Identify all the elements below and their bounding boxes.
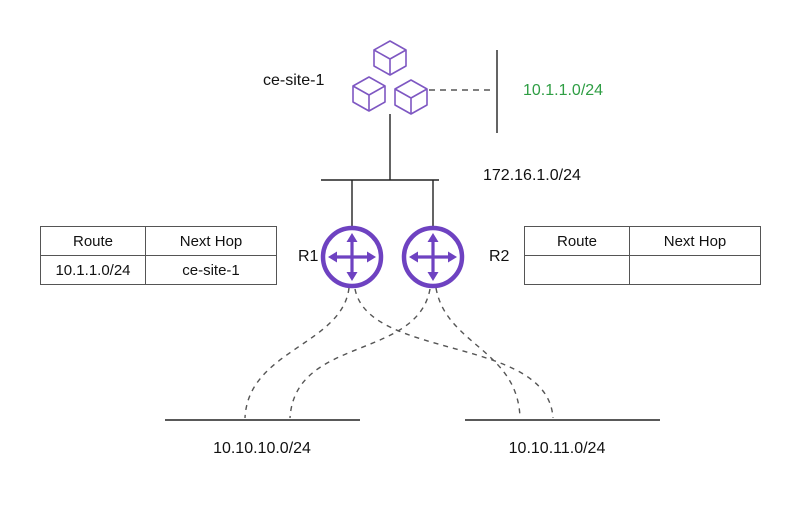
- r2-table-row: [524, 255, 761, 285]
- r2-to-left-subnet-curve: [289, 288, 431, 419]
- r2-route-cell: [524, 255, 630, 285]
- router-r1-icon: [323, 228, 381, 286]
- router-r2-icon: [404, 228, 462, 286]
- left-subnet-label: 10.10.10.0/24: [213, 440, 311, 457]
- r1-nexthop-header: Next Hop: [145, 226, 277, 256]
- r1-to-right-subnet-curve: [354, 288, 554, 419]
- r1-route-cell: 10.1.1.0/24: [40, 255, 146, 285]
- r2-route-header: Route: [524, 226, 630, 256]
- r1-table-row: 10.1.1.0/24 ce-site-1: [40, 255, 277, 285]
- site-subnet-label: 10.1.1.0/24: [523, 82, 604, 99]
- r1-nexthop-cell: ce-site-1: [145, 255, 277, 285]
- r1-to-left-subnet-curve: [244, 287, 350, 419]
- r2-label: R2: [489, 248, 510, 265]
- r2-table-header-row: Route Next Hop: [524, 226, 761, 256]
- lan-subnet-label: 172.16.1.0/24: [483, 167, 581, 184]
- r1-label: R1: [298, 248, 319, 265]
- r2-nexthop-header: Next Hop: [629, 226, 761, 256]
- r1-table-header-row: Route Next Hop: [40, 226, 277, 256]
- right-subnet-label: 10.10.11.0/24: [508, 440, 606, 457]
- site-label: ce-site-1: [263, 72, 325, 89]
- r2-nexthop-cell: [629, 255, 761, 285]
- r1-route-header: Route: [40, 226, 146, 256]
- r2-to-right-subnet-curve: [435, 287, 521, 419]
- r1-route-table: Route Next Hop 10.1.1.0/24 ce-site-1: [40, 226, 277, 285]
- site-cubes-icon: [352, 40, 428, 115]
- r2-route-table: Route Next Hop: [524, 226, 761, 285]
